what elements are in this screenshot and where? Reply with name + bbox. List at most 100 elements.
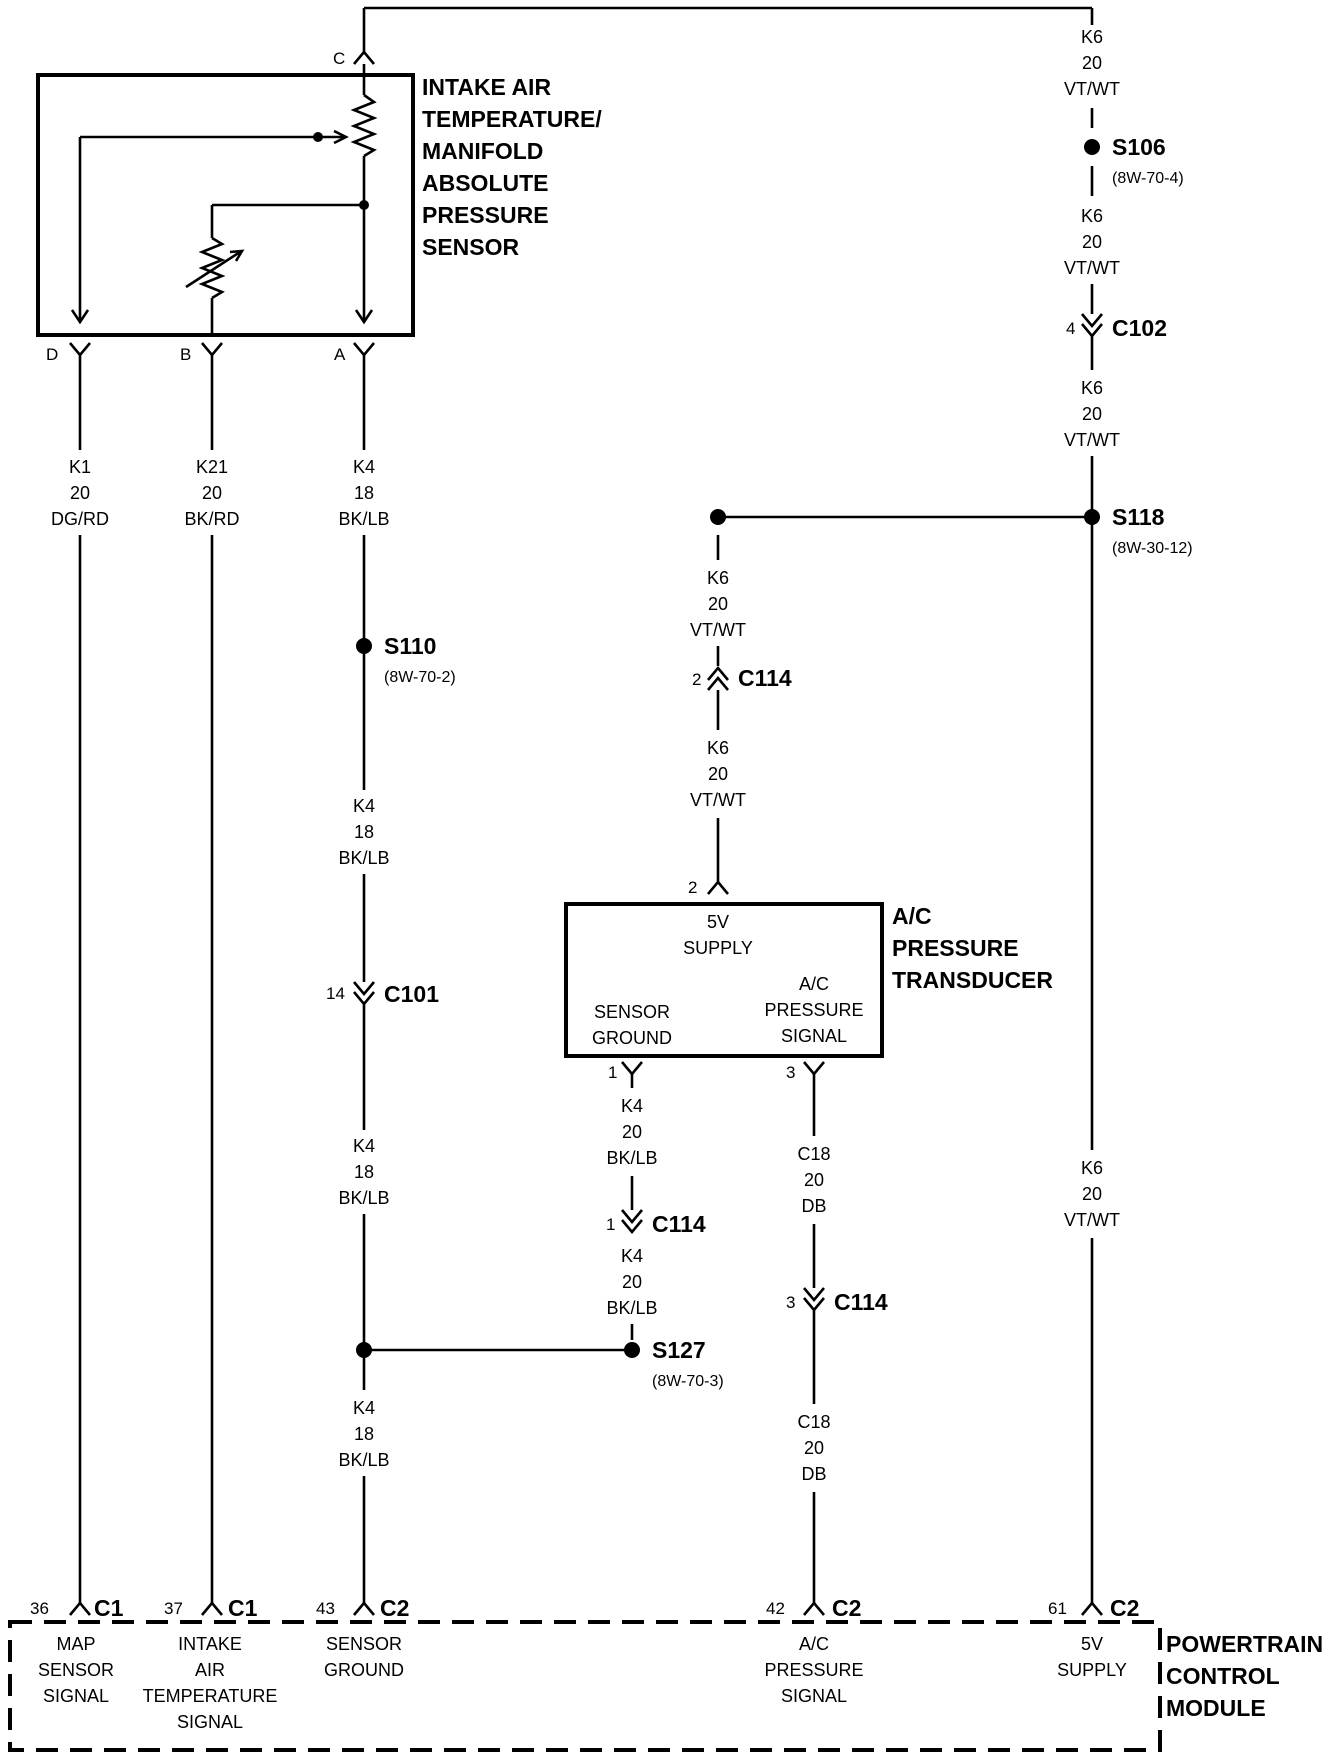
wire-k6-d-gauge: 20 [708,594,728,614]
wire-k4-c-gauge: 18 [354,1162,374,1182]
pcm-map-label-1: MAP [56,1634,95,1654]
pcm-ground-label-2: GROUND [324,1660,404,1680]
pcm-iat-label-1: INTAKE [178,1634,242,1654]
connector-c101-name: C101 [384,981,439,1007]
wire-k6-e-gauge: 20 [708,764,728,784]
splice-s127-name: S127 [652,1337,706,1363]
pcm-terminal-37-pin: 37 [164,1599,183,1618]
splice-s127-ref: (8W-70-3) [652,1373,724,1390]
wire-k4-a-circuit: K4 [353,457,375,477]
pcm-terminal-36-pin: 36 [30,1599,49,1618]
wire-c18-a-circuit: C18 [797,1144,830,1164]
wire-k6-a-gauge: 20 [1082,53,1102,73]
pcm-terminal-36-conn: C1 [94,1595,124,1621]
connector-c114-pin3-icon [803,1287,825,1313]
wire-k6-a-color: VT/WT [1064,79,1120,99]
connector-c102-pin: 4 [1066,319,1075,338]
wire-k4-f-circuit: K4 [621,1246,643,1266]
connector-c114-pin2-icon [707,665,729,691]
ac-transducer-signal-2: PRESSURE [764,1000,863,1020]
wire-k1-color: DG/RD [51,509,109,529]
ac-transducer-ground-2: GROUND [592,1028,672,1048]
pcm-5v-label-1: 5V [1081,1634,1103,1654]
connector-c114-pin3-pin: 3 [786,1293,795,1312]
wire-k4-c-circuit: K4 [353,1136,375,1156]
splice-s106-ref: (8W-70-4) [1112,170,1184,187]
wire-k6-b-color: VT/WT [1064,258,1120,278]
wire-k21-gauge: 20 [202,483,222,503]
wire-k6-d-color: VT/WT [690,620,746,640]
transducer-pin-2-label: 2 [688,878,697,897]
wire-c18-a-gauge: 20 [804,1170,824,1190]
iat-map-sensor-title-5: PRESSURE [422,202,549,228]
wire-k4-d-gauge: 18 [354,1424,374,1444]
transducer-pin-3-label: 3 [786,1063,795,1082]
pcm-iat-label-4: SIGNAL [177,1712,243,1732]
iat-map-sensor-title-3: MANIFOLD [422,138,543,164]
sensor-pin-c-connector [353,49,375,65]
iat-map-sensor-box [36,73,415,337]
ac-transducer-supply-1: 5V [707,912,729,932]
wire-k6-b-circuit: K6 [1081,206,1103,226]
pcm-terminal-42-conn: C2 [832,1595,861,1621]
ac-transducer-ground-1: SENSOR [594,1002,670,1022]
connector-c114-pin2-pin: 2 [692,670,701,689]
pcm-terminal-37-conn: C1 [228,1595,258,1621]
pcm-map-label-2: SENSOR [38,1660,114,1680]
wire-k21-color: BK/RD [184,509,239,529]
sensor-pin-b-label: B [180,345,191,364]
pcm-iat-label-3: TEMPERATURE [143,1686,278,1706]
splice-s110-ref: (8W-70-2) [384,669,456,686]
wire-k6-c-color: VT/WT [1064,430,1120,450]
wire-k4-f-color: BK/LB [606,1298,657,1318]
wire-c18-a-color: DB [801,1196,826,1216]
splice-s110-dot [356,638,372,654]
pcm-iat-label-2: AIR [195,1660,225,1680]
wiper-arrow-icon [333,129,349,145]
pcm-acsig-label-3: SIGNAL [781,1686,847,1706]
wire-k1-circuit: K1 [69,457,91,477]
iat-map-sensor-title-1: INTAKE AIR [422,74,551,100]
pcm-title-3: MODULE [1166,1695,1266,1721]
wire-k21-circuit: K21 [196,457,228,477]
wire-k4-f-gauge: 20 [622,1272,642,1292]
connector-c114-pin1-name: C114 [652,1211,706,1237]
pcm-terminal-43-conn: C2 [380,1595,409,1621]
pcm-acsig-label-1: A/C [799,1634,829,1654]
sensor-pin-a-label: A [334,345,346,364]
wire-k6-d-circuit: K6 [707,568,729,588]
splice-s127-dot [624,1342,640,1358]
splice-s110-name: S110 [384,633,436,659]
wire-k6-e-color: VT/WT [690,790,746,810]
splice-s118-ref: (8W-30-12) [1112,540,1193,557]
wire-k4-b-gauge: 18 [354,822,374,842]
pcm-map-label-3: SIGNAL [43,1686,109,1706]
wire-k6-b-gauge: 20 [1082,232,1102,252]
pcm-dashed-box [8,1620,1162,1752]
connector-c101-icon [353,981,375,1007]
thermistor-icon [198,236,226,300]
wire-k4-a-gauge: 18 [354,483,374,503]
wire-k4-d-color: BK/LB [338,1450,389,1470]
wire-k4-b-color: BK/LB [338,848,389,868]
wire-k6-e-circuit: K6 [707,738,729,758]
iat-map-sensor-title-4: ABSOLUTE [422,170,549,196]
wire-c18-b-gauge: 20 [804,1438,824,1458]
map-potentiometer-resistor [350,93,378,158]
sensor-pin-c-label: C [333,49,345,68]
wire-k4-e-color: BK/LB [606,1148,657,1168]
iat-map-sensor-title-2: TEMPERATURE/ [422,106,602,132]
connector-c114-pin1-pin: 1 [606,1215,615,1234]
wire-c18-b-circuit: C18 [797,1412,830,1432]
ac-transducer-signal-3: SIGNAL [781,1026,847,1046]
pcm-terminal-61-conn: C2 [1110,1595,1139,1621]
transducer-pin-1-label: 1 [608,1063,617,1082]
wire-k4-e-gauge: 20 [622,1122,642,1142]
connector-c114-pin1-icon [621,1209,643,1235]
iat-map-sensor-title-6: SENSOR [422,234,520,260]
connector-c102-icon [1081,313,1103,339]
connector-c101-pin: 14 [326,984,345,1003]
wire-c18-b-color: DB [801,1464,826,1484]
splice-s106-dot [1084,139,1100,155]
pcm-ground-label-1: SENSOR [326,1634,402,1654]
